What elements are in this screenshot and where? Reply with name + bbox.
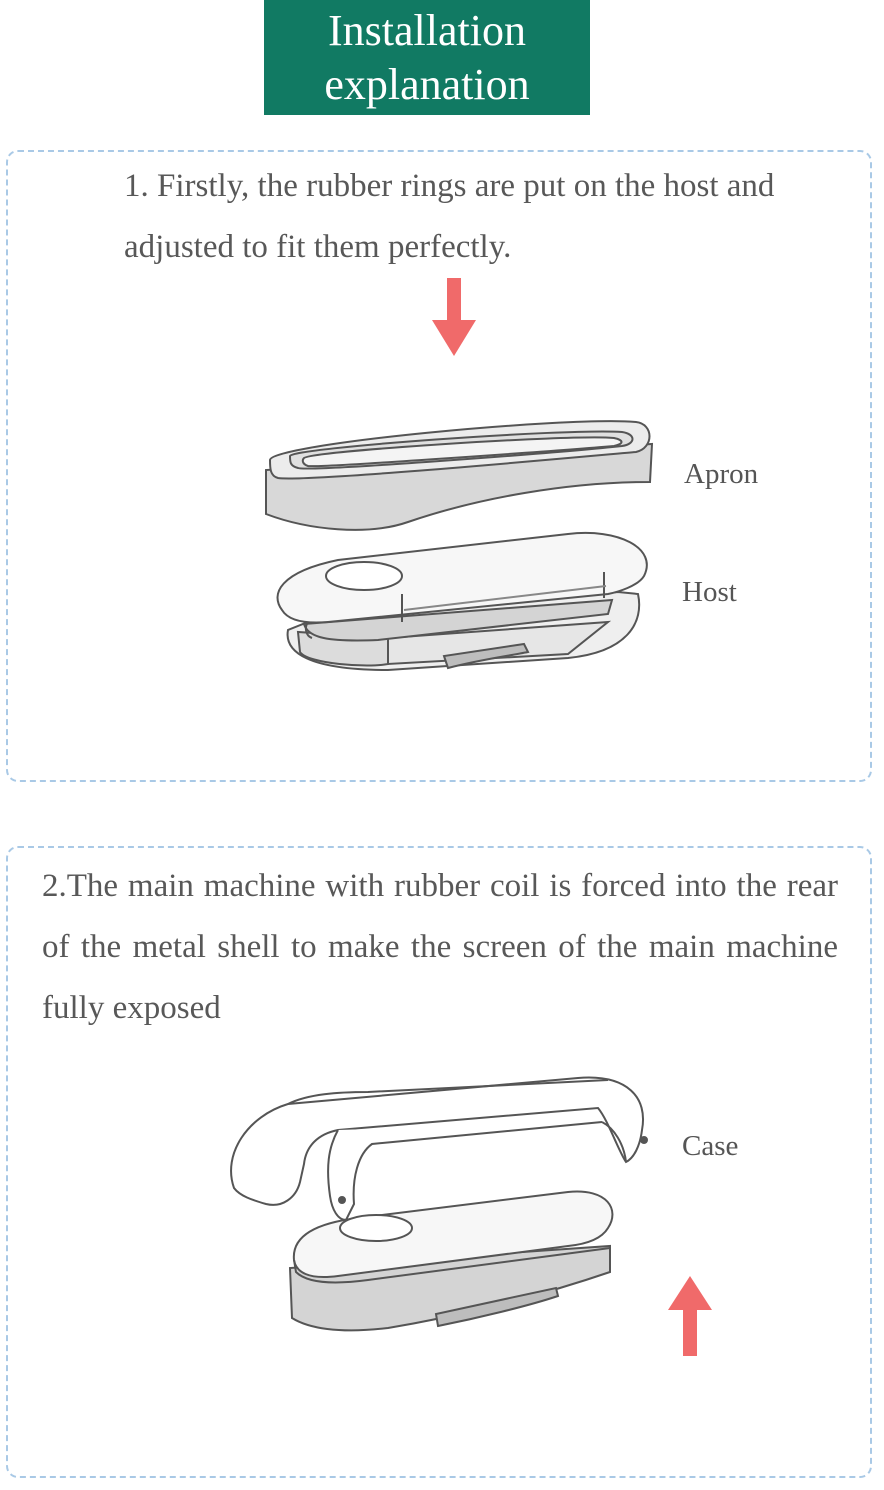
down-arrow-icon bbox=[432, 278, 476, 356]
step-2-text: 2.The main machine with rubber coil is f… bbox=[42, 868, 838, 1026]
apron-label: Apron bbox=[684, 458, 759, 490]
host-with-coil-icon bbox=[288, 1190, 614, 1332]
title-line-1: Installation bbox=[328, 5, 526, 55]
title-line-2: explanation bbox=[324, 59, 530, 109]
case-icon bbox=[230, 1076, 648, 1222]
step-1-illustration bbox=[265, 278, 654, 672]
up-arrow-icon bbox=[668, 1276, 712, 1356]
apron-icon bbox=[265, 420, 654, 531]
host-icon bbox=[276, 532, 648, 672]
host-label: Host bbox=[682, 576, 737, 608]
step-1-text: 1. Firstly, the rubber rings are put on … bbox=[124, 168, 775, 265]
step-2-panel: 2.The main machine with rubber coil is f… bbox=[6, 846, 872, 1478]
step-2-illustration bbox=[230, 1076, 712, 1356]
case-label: Case bbox=[682, 1130, 739, 1162]
page-title: Installation explanation bbox=[264, 0, 590, 115]
step-1-panel: 1. Firstly, the rubber rings are put on … bbox=[6, 150, 872, 782]
